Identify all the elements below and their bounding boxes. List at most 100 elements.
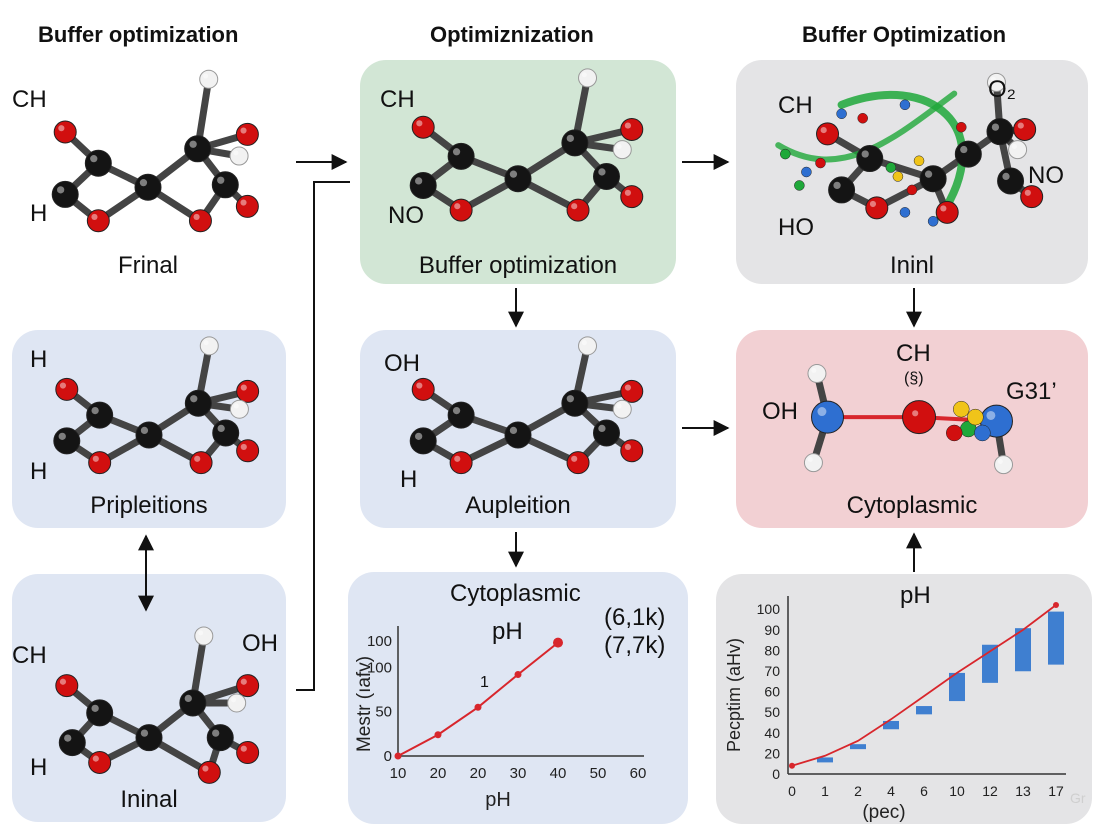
atom-highlight	[833, 181, 841, 190]
y-tick-label: 70	[764, 663, 780, 679]
bar	[916, 706, 932, 715]
atom-small	[836, 108, 847, 120]
atom	[88, 451, 112, 475]
atom	[235, 194, 259, 218]
panel-cytoplasmic: CH (§) OH G31’ Cytoplasmic	[736, 330, 1088, 528]
atom	[55, 377, 79, 401]
atom-small	[885, 162, 897, 173]
label-h: H	[30, 346, 48, 373]
y-axis-label: Pecptim (aHv)	[724, 638, 744, 752]
bar	[883, 720, 899, 730]
y-tick-label: 100	[757, 601, 781, 617]
atom	[53, 120, 77, 144]
atom	[803, 453, 823, 473]
y-axis-label: Mestr (ıafv)	[354, 656, 375, 752]
atom-highlight	[140, 426, 149, 435]
atom-highlight	[64, 734, 72, 742]
series-line	[397, 641, 559, 757]
molecule-ininal	[55, 626, 260, 784]
atom-small	[780, 148, 791, 160]
atom-highlight	[190, 395, 198, 403]
atom	[865, 196, 889, 220]
atom-highlight	[624, 122, 631, 129]
atom-highlight	[820, 126, 827, 134]
data-point	[514, 671, 522, 679]
atom-small	[801, 166, 812, 178]
y-tick-label: 90	[764, 622, 780, 638]
atom-small	[899, 207, 911, 218]
atom-highlight	[807, 456, 813, 463]
atom-highlight	[194, 455, 201, 462]
atom-small	[899, 99, 911, 111]
chart-left-subtitle: pH	[492, 618, 523, 645]
atom	[55, 674, 79, 698]
label-ch: CH	[12, 86, 47, 113]
atom-highlight	[1002, 172, 1010, 181]
x-tick-label: 2	[854, 783, 862, 799]
atom	[592, 162, 620, 190]
atom	[994, 455, 1014, 475]
atom	[86, 699, 114, 727]
atom-small	[857, 112, 868, 124]
y-tick-label: 0	[384, 748, 392, 765]
atom	[447, 401, 475, 429]
label-h: H	[400, 466, 418, 493]
atom-highlight	[139, 179, 148, 187]
atom-highlight	[217, 424, 225, 433]
atom	[199, 336, 219, 356]
x-tick-label: 4	[887, 783, 895, 799]
atom-highlight	[1017, 122, 1024, 129]
atom-highlight	[240, 127, 247, 134]
x-tick-label: 17	[1048, 783, 1064, 799]
molecule-aupleition	[409, 336, 644, 475]
atom-highlight	[231, 697, 237, 703]
atom-highlight	[92, 455, 99, 462]
atom	[447, 142, 475, 170]
atom-highlight	[624, 189, 631, 196]
atom-highlight	[198, 630, 204, 636]
connector-ininal-to-buffer	[296, 181, 350, 691]
label-h: H	[30, 754, 48, 781]
x-tick-label: 40	[550, 765, 567, 782]
atom-small	[974, 424, 991, 442]
atom-highlight	[991, 123, 1000, 131]
atom-highlight	[452, 406, 461, 415]
atom	[184, 389, 212, 417]
label-paren: (§)	[904, 370, 924, 387]
atom-highlight	[924, 170, 933, 178]
molecule-ininl	[775, 72, 1044, 227]
x-tick-label: 10	[949, 783, 965, 799]
atom-highlight	[598, 424, 606, 433]
atom-highlight	[616, 403, 622, 409]
atom-highlight	[415, 177, 423, 185]
atom-small	[945, 424, 963, 442]
atom	[206, 724, 234, 752]
atom	[84, 149, 112, 177]
label-oh: OH	[762, 398, 798, 425]
atom-highlight	[90, 155, 98, 163]
atom	[1013, 117, 1037, 141]
x-tick-label: 12	[982, 783, 998, 799]
atom-highlight	[581, 72, 587, 78]
atom-highlight	[140, 729, 149, 737]
atom-highlight	[624, 443, 631, 451]
atom-highlight	[566, 395, 574, 403]
x-tick-label: 20	[470, 765, 487, 782]
atom-highlight	[58, 125, 65, 132]
atom-highlight	[616, 143, 622, 149]
atom	[449, 451, 473, 475]
x-axis-label: pH	[485, 789, 511, 811]
atom-highlight	[189, 140, 197, 148]
atom	[902, 400, 937, 435]
atom-highlight	[452, 148, 461, 156]
bar	[850, 744, 866, 750]
atom	[561, 129, 589, 157]
atom-highlight	[233, 403, 239, 409]
atom	[236, 439, 260, 463]
atom	[179, 689, 207, 717]
x-tick-label: 30	[510, 765, 527, 782]
label-ch: CH	[896, 340, 931, 367]
bar	[1015, 628, 1031, 672]
